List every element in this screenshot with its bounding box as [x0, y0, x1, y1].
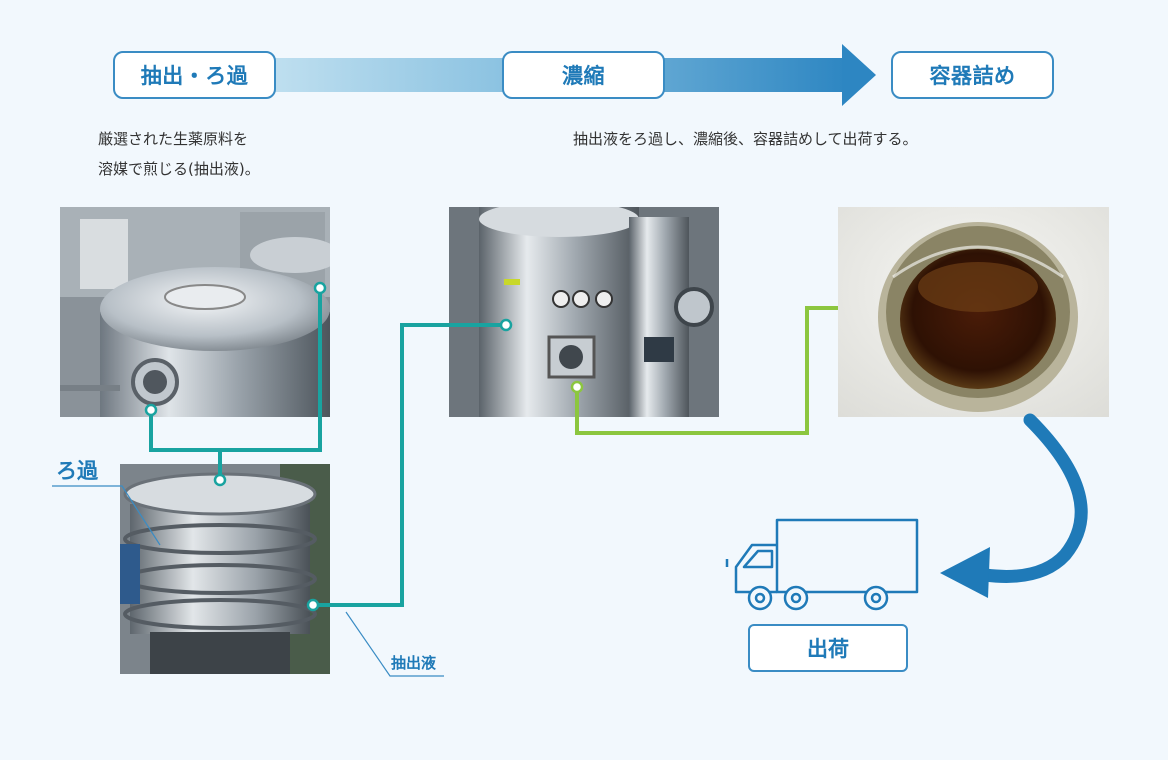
- concentrator-photo: [449, 207, 719, 417]
- stage-label: 抽出・ろ過: [140, 64, 249, 88]
- stage-concentration: 濃縮: [502, 51, 665, 99]
- stage-container-filling: 容器詰め: [891, 51, 1054, 99]
- extraction-description-line2: 溶媒で煎じる(抽出液)。: [98, 160, 260, 178]
- stage-extraction-filtration: 抽出・ろ過: [113, 51, 276, 99]
- extract-jar-photo: [838, 207, 1109, 417]
- extraction-description: 厳選された生薬原料を 溶媒で煎じる(抽出液)。: [98, 124, 260, 184]
- stage-label: 容器詰め: [929, 64, 1016, 88]
- extraction-tank-photo: [60, 207, 330, 417]
- extract-liquid-label: 抽出液: [391, 654, 437, 672]
- filtration-label: ろ過: [56, 459, 98, 483]
- stage-label: 濃縮: [562, 64, 605, 88]
- extraction-description-line1: 厳選された生薬原料を: [98, 130, 249, 148]
- filter-sieve-photo: [120, 464, 330, 674]
- shipment-box: 出荷: [748, 624, 908, 672]
- process-description: 抽出液をろ過し、濃縮後、容器詰めして出荷する。: [573, 130, 918, 148]
- shipment-label: 出荷: [807, 637, 849, 661]
- delivery-truck-icon: [725, 518, 919, 611]
- curved-arrow-icon: [940, 413, 1088, 598]
